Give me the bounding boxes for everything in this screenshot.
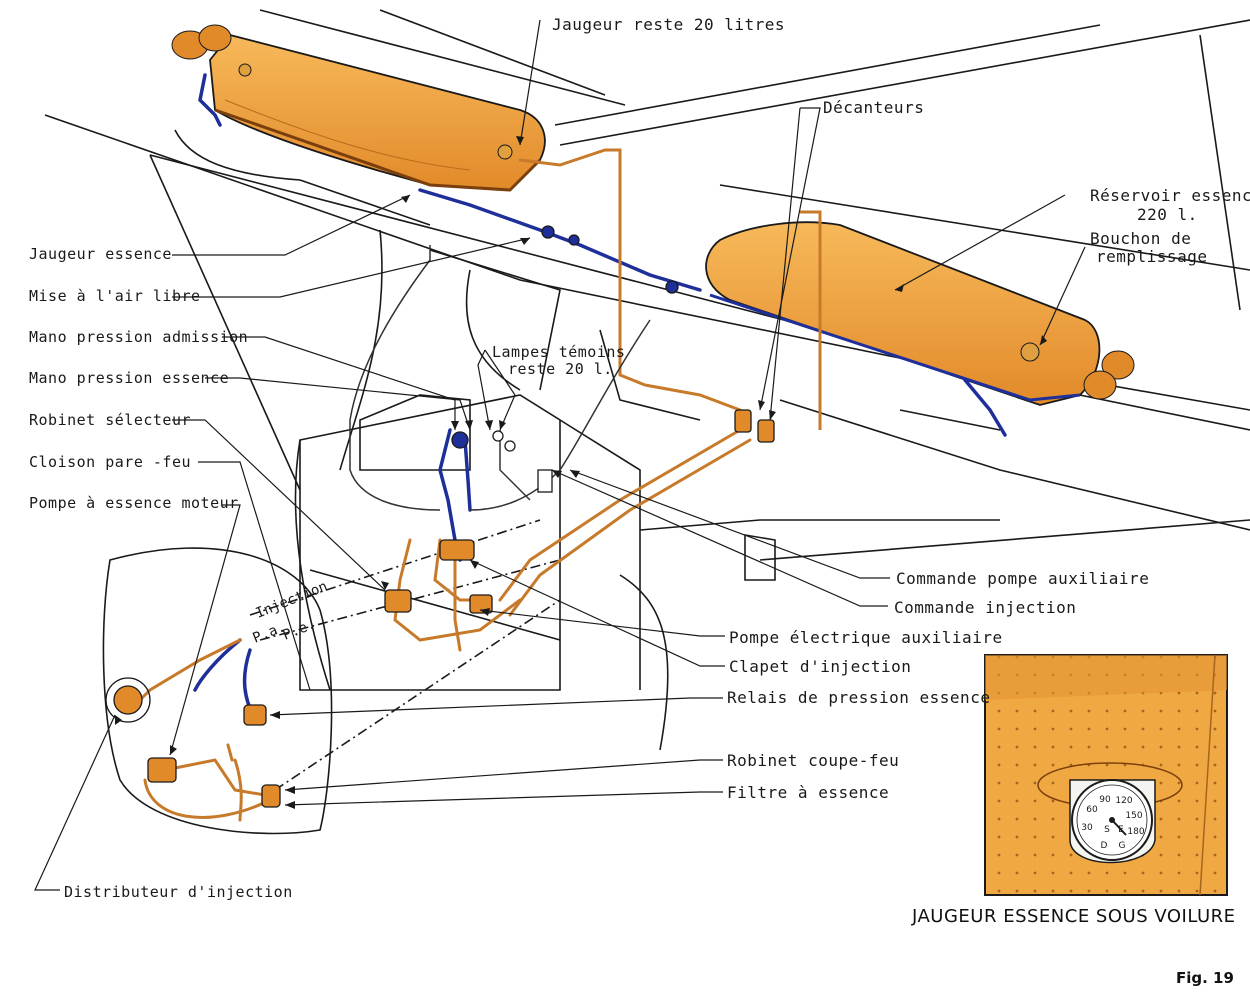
label-jaugeur-reste-20: Jaugeur reste 20 litres bbox=[552, 15, 786, 34]
gauge-tick-30: 30 bbox=[1081, 823, 1093, 833]
junction-icon bbox=[665, 280, 679, 294]
leader-lines bbox=[34, 19, 1086, 891]
label-bouchon: Bouchon de bbox=[1090, 229, 1192, 248]
engine-pump-icon bbox=[147, 757, 177, 783]
blue-fuel-lines bbox=[193, 73, 1007, 722]
label-remplissage: remplissage bbox=[1096, 247, 1208, 266]
figure-number: Fig. 19 bbox=[1176, 969, 1234, 987]
airframe-outline bbox=[44, 9, 1250, 835]
label-reservoir-essence: Réservoir essence bbox=[1090, 186, 1250, 205]
label-commande-injection: Commande injection bbox=[894, 598, 1077, 617]
gauge-tick-90: 90 bbox=[1099, 795, 1111, 805]
orange-fuel-lines bbox=[138, 148, 752, 822]
gauge-needle bbox=[1111, 819, 1127, 836]
label-mise-air-libre: Mise à l'air libre bbox=[29, 287, 201, 305]
decanter-left-icon bbox=[734, 409, 752, 433]
label-cloison-pare-feu: Cloison pare -feu bbox=[29, 453, 192, 471]
label-reservoir-capacity: 220 l. bbox=[1137, 205, 1198, 224]
gauge-tick-120: 120 bbox=[1115, 796, 1132, 806]
aux-pump-icon bbox=[469, 594, 493, 614]
label-lampes-reste: reste 20 l. bbox=[508, 360, 613, 378]
right-tank-filler-cap bbox=[1020, 342, 1135, 400]
inset-caption: JAUGEUR ESSENCE SOUS VOILURE bbox=[912, 906, 1236, 927]
label-lampes-temoins: Lampes témoins bbox=[492, 343, 626, 361]
left-tank-gauge bbox=[497, 144, 513, 160]
firewall-annotations: Injection P.a. P.e. bbox=[251, 578, 330, 646]
gauge-tick-180: 180 bbox=[1127, 827, 1144, 837]
injection-control-icon bbox=[537, 469, 553, 493]
leader-arrowheads bbox=[115, 136, 1047, 809]
label-decanteurs: Décanteurs bbox=[823, 98, 925, 117]
label-pompe-moteur: Pompe à essence moteur bbox=[29, 494, 239, 512]
label-mano-essence: Mano pression essence bbox=[29, 369, 230, 387]
injection-valve-icon bbox=[439, 539, 475, 561]
pressure-relay-icon bbox=[243, 704, 267, 726]
pe-line-label: P.e. bbox=[281, 616, 318, 643]
decanter-right-icon bbox=[757, 419, 775, 443]
label-relais-pression: Relais de pression essence bbox=[727, 688, 991, 707]
gauge-tick-150: 150 bbox=[1125, 811, 1142, 821]
label-mano-admission: Mano pression admission bbox=[29, 328, 249, 346]
label-jaugeur-essence: Jaugeur essence bbox=[29, 245, 172, 263]
label-clapet-injection: Clapet d'injection bbox=[729, 657, 912, 676]
gauge-tick-d: D bbox=[1101, 841, 1108, 851]
label-robinet-selecteur: Robinet sélecteur bbox=[29, 411, 192, 429]
label-commande-pompe: Commande pompe auxiliaire bbox=[896, 569, 1150, 588]
label-distributeur: Distributeur d'injection bbox=[64, 883, 293, 901]
gauge-tick-s: S bbox=[1104, 825, 1110, 835]
gauge-tick-60: 60 bbox=[1086, 805, 1098, 815]
mano-pressure-icon bbox=[451, 431, 469, 449]
gauge-tick-g: G bbox=[1119, 841, 1126, 851]
warning-lamp-icon bbox=[492, 430, 504, 442]
firecock-icon bbox=[261, 784, 281, 808]
label-filtre-essence: Filtre à essence bbox=[727, 783, 890, 802]
inset-gauge-panel: 30 60 90 120 150 180 S E D G bbox=[984, 654, 1228, 896]
vent-nipple-2-icon bbox=[568, 234, 580, 246]
right-fuel-tank bbox=[705, 210, 1135, 430]
vent-nipple-icon bbox=[541, 225, 555, 239]
injection-line-label: Injection bbox=[254, 578, 330, 621]
label-robinet-coupe-feu: Robinet coupe-feu bbox=[727, 751, 900, 770]
distributor-icon bbox=[113, 685, 143, 715]
left-tank-filler-cap bbox=[171, 24, 252, 77]
components bbox=[105, 225, 775, 808]
left-fuel-tank bbox=[171, 24, 546, 192]
distributor-legs-icon bbox=[105, 677, 151, 723]
warning-lamp-2-icon bbox=[504, 440, 516, 452]
label-pompe-electrique: Pompe électrique auxiliaire bbox=[729, 628, 1003, 647]
selector-valve-icon bbox=[384, 589, 412, 613]
